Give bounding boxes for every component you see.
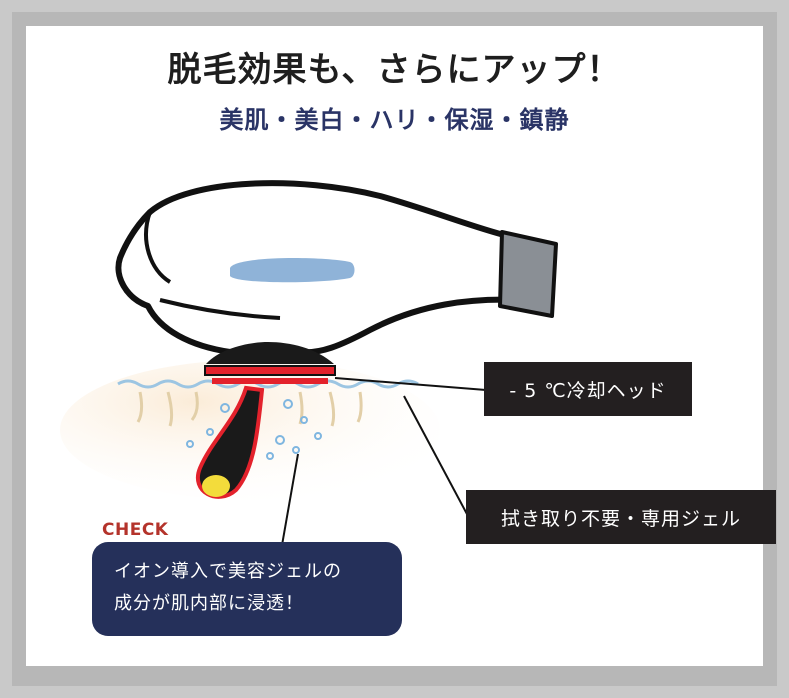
device-body-seam [144, 211, 281, 320]
check-line-2: 成分が肌内部に浸透！ [114, 593, 304, 614]
cooling-plate [204, 365, 336, 376]
check-heading: CHECK [102, 520, 169, 540]
cooling-head-label: - 5 ℃冷却ヘッド [484, 362, 692, 416]
device-cap [498, 230, 558, 318]
skin-pores [136, 391, 363, 427]
leader-line-cooling-head [334, 377, 487, 391]
check-callout: イオン導入で美容ジェルの 成分が肌内部に浸透！ [92, 542, 402, 636]
page-title: 脱毛効果も、さらにアップ！ [167, 50, 622, 90]
page-subtitle: 美肌・美白・ハリ・保湿・鎮静 [219, 106, 570, 134]
cooling-plate-base [212, 378, 328, 384]
check-line-1: イオン導入で美容ジェルの [114, 561, 342, 582]
device-head [206, 342, 334, 364]
hair-bulb [202, 475, 230, 497]
leader-line-gel [403, 395, 469, 517]
device-window [230, 258, 355, 283]
gel-label: 拭き取り不要・専用ジェル [466, 490, 776, 544]
